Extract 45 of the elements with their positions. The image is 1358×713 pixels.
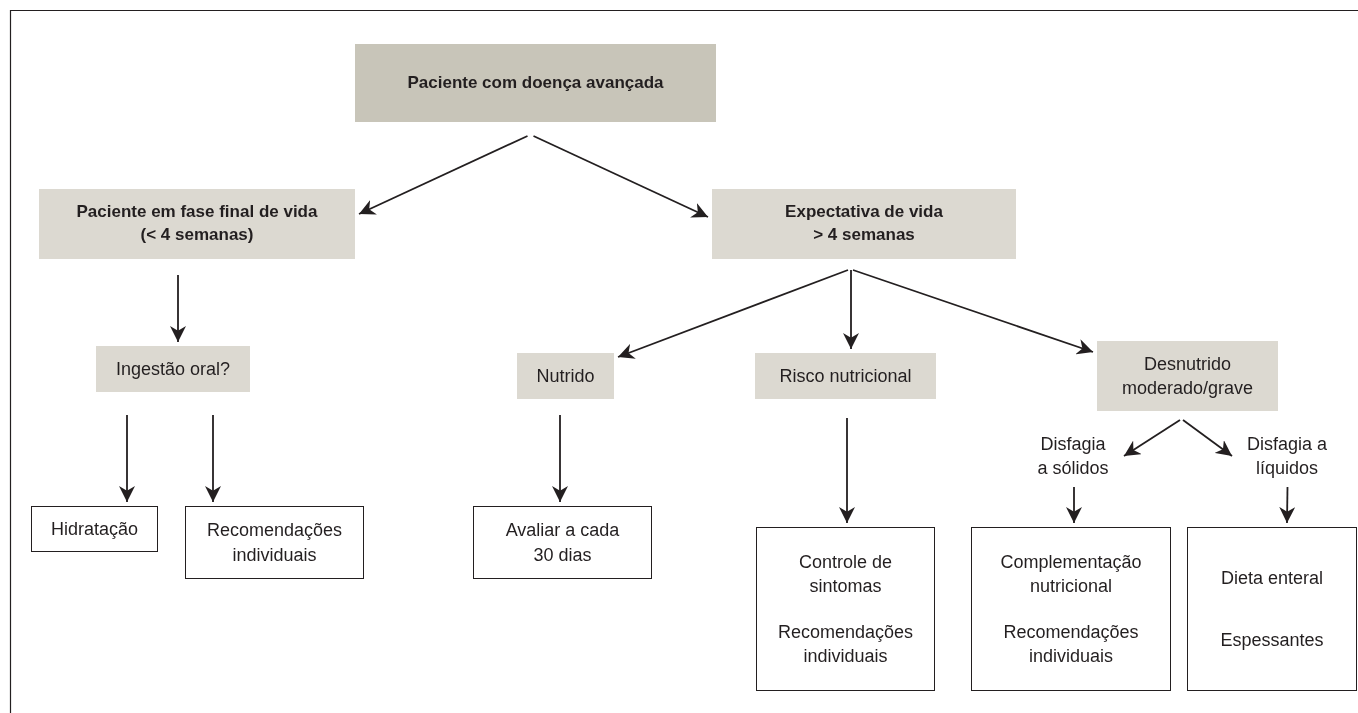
node-text: Espessantes [1220,628,1324,652]
decision-box [712,189,1016,259]
category-box [755,353,936,399]
category-box [96,346,250,392]
node-text: Controle de sintomas [797,550,894,598]
node-text: Hidratação [50,517,138,541]
node-text: Recomendações individuais [1002,620,1140,669]
action-box [473,506,652,579]
action-box [971,527,1171,691]
branch-label: Disfagia a sólidos [1036,432,1110,480]
arrow [119,414,135,503]
node-text: Dieta enteral [1220,566,1324,590]
node-text: Recomendações individuais [205,519,344,567]
arrow [532,135,709,218]
node-text: Avaliar a cada 30 dias [504,519,621,567]
branch-label: Disfagia a líquidos [1245,432,1328,480]
action-box [1187,527,1357,691]
arrow [358,135,529,215]
node-text: Complementação nutricional [999,550,1143,598]
arrow [205,414,221,503]
node-text: Paciente com doença avançada [407,71,664,94]
action-box [185,506,364,579]
decision-box [39,189,355,259]
arrow [1279,486,1296,524]
category-box [1097,341,1278,411]
arrow [617,269,849,359]
category-box [517,353,614,399]
node-text: Risco nutricional [779,364,912,388]
node-text: Nutrido [536,364,595,388]
node-text: Ingestão oral? [115,357,231,381]
arrow [552,414,568,503]
action-box [756,527,935,691]
node-text: Desnutrido moderado/grave [1120,352,1255,400]
arrow [839,417,855,524]
arrow [1066,486,1082,524]
node-text: Paciente em fase final de vida (< 4 semanas) [75,201,319,246]
node-text: Expectativa de vida > 4 semanas [784,201,944,246]
arrow [1123,419,1181,457]
arrow [843,269,859,350]
arrow [170,274,186,343]
node-text: Recomendações individuais [776,620,915,669]
arrow [852,269,1094,355]
decision-box [355,44,716,122]
arrow [1182,419,1233,457]
action-box [31,506,158,552]
